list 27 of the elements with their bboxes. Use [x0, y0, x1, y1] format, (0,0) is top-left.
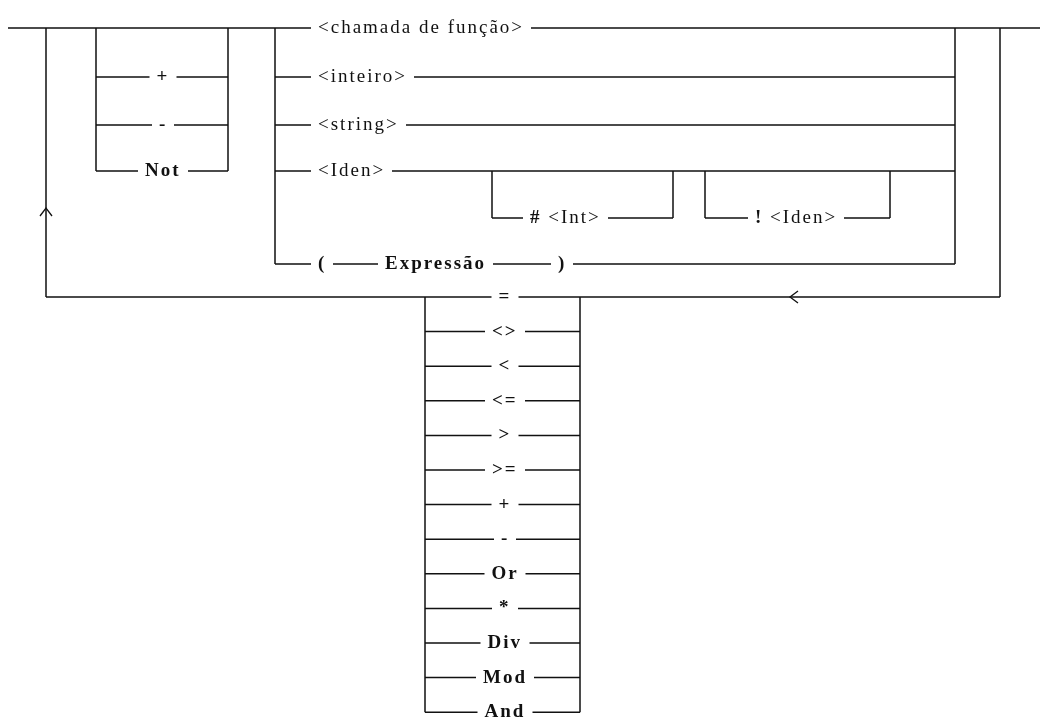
grammar-token: <string> [318, 113, 399, 135]
connector-line [492, 263, 552, 265]
grammar-token: <Iden> [318, 159, 386, 181]
grammar-token: Expressão [385, 252, 487, 274]
grammar-token: ! <Iden> [755, 206, 838, 228]
grammar-token: - [501, 527, 510, 550]
grammar-token: <> [492, 319, 518, 342]
grammar-token: ( [318, 252, 327, 274]
grammar-token: <= [492, 388, 518, 411]
connector-line [332, 263, 379, 265]
grammar-token: >= [492, 458, 518, 480]
grammar-token: And [484, 700, 526, 723]
grammar-token: ) [558, 252, 567, 274]
grammar-token: Not [145, 159, 181, 181]
grammar-token: = [498, 285, 512, 307]
grammar-token: Mod [483, 665, 527, 688]
grammar-token: - [159, 113, 168, 135]
grammar-token: <chamada de função> [318, 16, 525, 38]
grammar-token: > [498, 423, 512, 446]
grammar-token: <inteiro> [318, 65, 408, 87]
grammar-token: Or [491, 561, 519, 584]
grammar-token: + [156, 65, 170, 87]
grammar-token: + [498, 492, 512, 515]
grammar-token: * [499, 596, 511, 619]
grammar-token: < [498, 354, 512, 377]
grammar-token: # <Int> [530, 206, 601, 228]
grammar-token: Div [487, 631, 522, 653]
